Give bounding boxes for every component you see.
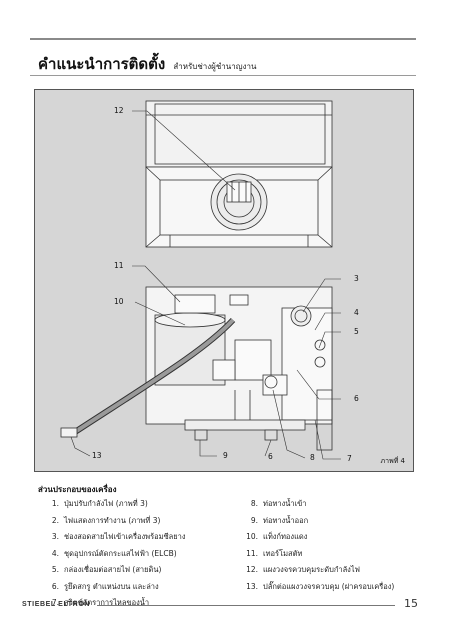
list-item: 7.สวิตช์อัตราการไหลของน้ำ xyxy=(51,598,150,607)
callout-3: 3 xyxy=(354,274,359,283)
list-item: 3.ช่องสอดสายไฟเข้าเครื่องพร้อมซีลยาง xyxy=(51,532,186,541)
callout-9: 9 xyxy=(223,451,228,460)
parts-list-left: 1.ปุ่มปรับกำลังไฟ (ภาพที่ 3) 2.ไฟแสดงการ… xyxy=(44,496,186,612)
footer-rule xyxy=(97,605,395,606)
list-item: 1.ปุ่มปรับกำลังไฟ (ภาพที่ 3) xyxy=(51,499,148,508)
callout-7: 7 xyxy=(347,454,352,463)
page-title: คำแนะนำการติดตั้ง xyxy=(38,55,166,73)
list-item: 13.ปลั๊กต่อแผงวงจรควบคุม (ฝาครอบเครื่อง) xyxy=(246,581,395,591)
page-number: 15 xyxy=(404,597,418,610)
cover-drawing xyxy=(145,100,333,248)
page-subtitle: สำหรับช่างผู้ชำนาญงาน xyxy=(173,62,257,71)
page-header: คำแนะนำการติดตั้ง สำหรับช่างผู้ชำนาญงาน xyxy=(38,52,256,76)
header-rule xyxy=(30,75,416,76)
list-item: 12.แผงวงจรควบคุมระดับกำลังไฟ xyxy=(246,565,360,574)
figure-caption: ภาพที่ 4 xyxy=(380,457,405,465)
cable-drawing xyxy=(60,317,236,438)
list-item: 4.ชุดอุปกรณ์ตัดกระแสไฟฟ้า (ELCB) xyxy=(51,548,177,558)
callout-5: 5 xyxy=(354,327,359,336)
footer-brand: STIEBEL ELTRON xyxy=(22,601,91,608)
top-rule xyxy=(30,38,416,40)
list-item: 11.เทอร์โมสตัท xyxy=(246,548,303,558)
callout-13: 13 xyxy=(92,451,102,460)
parts-list-right: 8.ท่อทางน้ำเข้า 9.ท่อทางน้ำออก 10.แท็งก์… xyxy=(243,496,394,595)
callout-4: 4 xyxy=(354,308,359,317)
list-item: 2.ไฟแสดงการทำงาน (ภาพที่ 3) xyxy=(51,515,161,525)
list-item: 9.ท่อทางน้ำออก xyxy=(250,515,309,525)
callout-12: 12 xyxy=(114,106,124,115)
callout-10: 10 xyxy=(114,297,124,306)
device-diagram xyxy=(60,100,341,460)
parts-heading: ส่วนประกอบของเครื่อง xyxy=(38,485,117,494)
callout-8: 8 xyxy=(310,453,315,462)
callout-6-right: 6 xyxy=(354,394,359,403)
callout-6-bottom: 6 xyxy=(268,452,273,461)
list-item: 5.กล่องเชื่อมต่อสายไฟ (สายดิน) xyxy=(51,565,162,574)
callout-11: 11 xyxy=(114,261,124,270)
installation-figure: 12 11 10 3 4 5 6 13 9 6 8 7 ภาพที่ 4 xyxy=(34,89,414,472)
unit-drawing xyxy=(145,286,333,451)
list-item: 6.รูยึดสกรู ตำแหน่งบน และล่าง xyxy=(51,581,159,591)
list-item: 10.แท็งก์ทองแดง xyxy=(246,532,308,541)
list-item: 8.ท่อทางน้ำเข้า xyxy=(250,499,307,508)
